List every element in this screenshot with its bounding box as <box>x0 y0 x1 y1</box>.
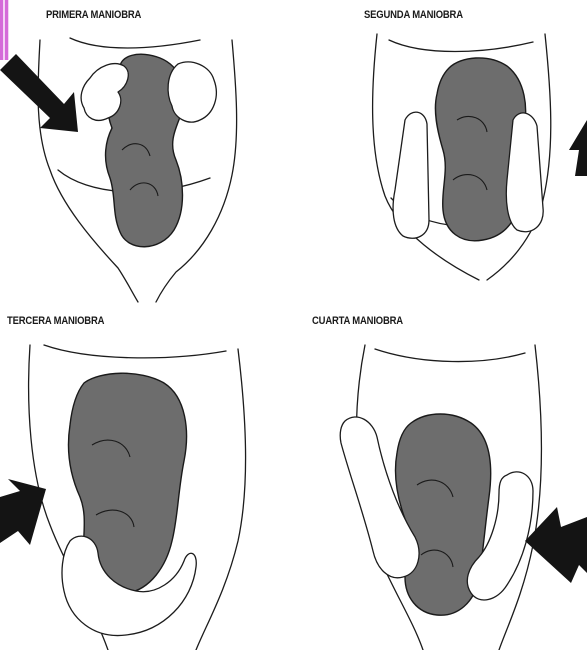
arrow-icon <box>569 120 587 176</box>
arrow-icon <box>0 479 46 545</box>
cuarta-maniobra-illustration <box>293 305 587 650</box>
panel-cuarta-maniobra: CUARTA MANIOBRA <box>293 305 587 650</box>
arrow-icon <box>525 507 587 583</box>
panel-primera-maniobra: PRIMERA MANIOBRA <box>0 0 293 305</box>
panel-segunda-maniobra: SEGUNDA MANIOBRA <box>293 0 587 305</box>
right-hand <box>168 62 216 122</box>
panel-tercera-maniobra: TERCERA MANIOBRA <box>0 305 293 650</box>
primera-maniobra-illustration <box>0 0 293 305</box>
right-hand <box>506 113 543 232</box>
segunda-maniobra-illustration <box>293 0 587 305</box>
left-hand <box>393 112 429 238</box>
tercera-maniobra-illustration <box>0 305 293 650</box>
